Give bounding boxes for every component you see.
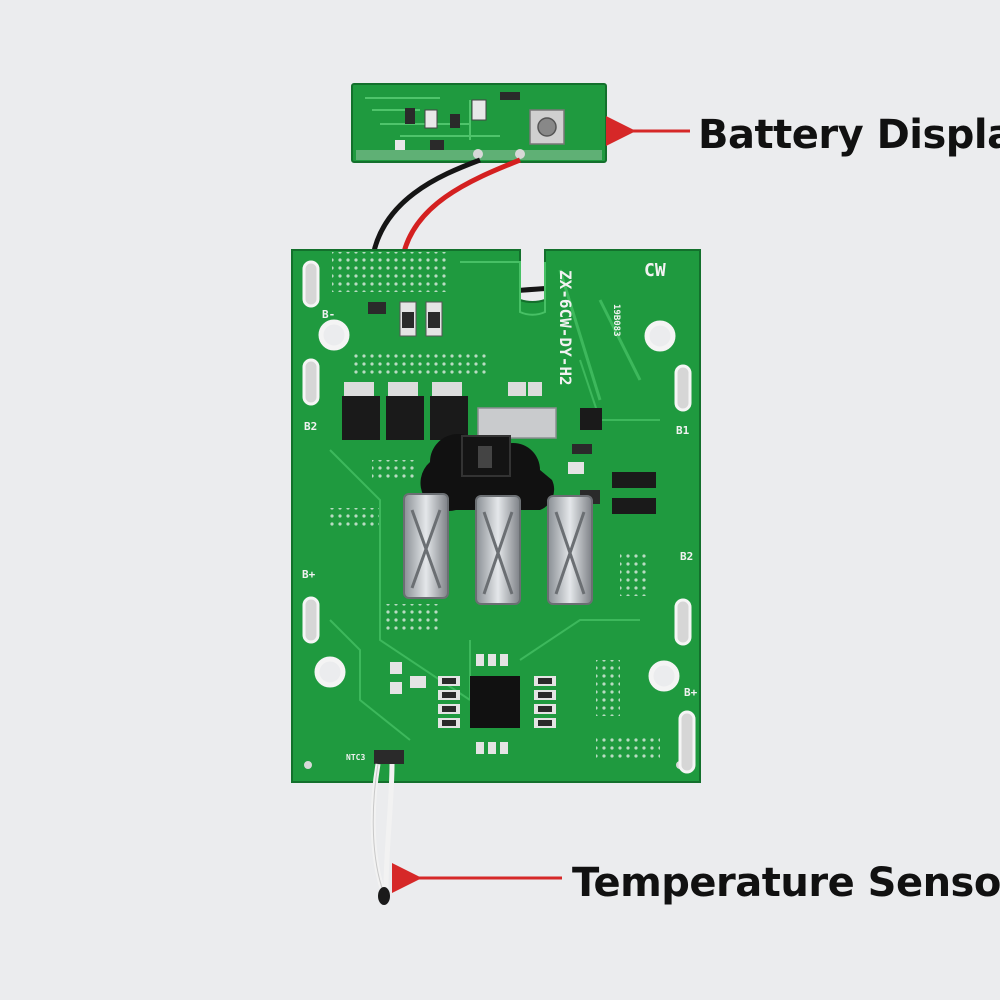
pad-b1-text: B1	[676, 424, 690, 437]
pad-b-plus-right-text: B+	[684, 686, 698, 699]
pad-b2-text: B2	[680, 550, 693, 563]
corner-mark-text: CW	[644, 260, 666, 281]
serial-text: 19B083	[611, 304, 621, 337]
sensor-code-text: NTC3	[346, 753, 365, 762]
pad-b-plus-left-text: B+	[302, 568, 316, 581]
temperature-sensor	[370, 750, 404, 905]
temperature-sensor-label: Temperature Sensor	[572, 860, 1000, 906]
board-code-text: ZX-6CW-DY-H2	[556, 270, 575, 386]
pad-b2-left-text: B2	[304, 420, 317, 433]
battery-display-label: Battery Display	[698, 112, 1000, 158]
terminal-contacts	[403, 493, 593, 605]
pad-b-minus-text: B-	[322, 308, 335, 321]
battery-display-board	[351, 83, 607, 163]
main-pcb: ZX-6CW-DY-H2 CW 19B083 B- B1 B2 B+ B+ B2…	[291, 249, 701, 783]
